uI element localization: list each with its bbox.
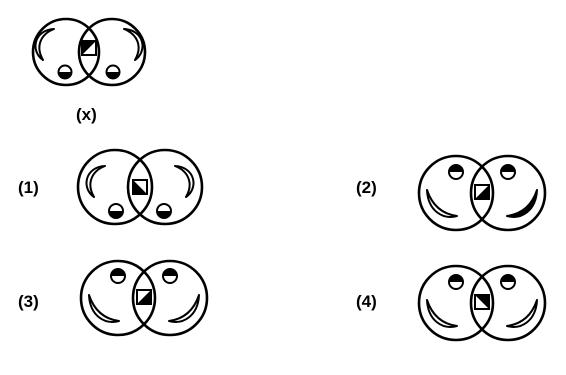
left-circle xyxy=(31,17,101,87)
option-1-label: (1) xyxy=(18,178,39,197)
right-circle xyxy=(77,17,147,87)
half-shaded-dot-icon xyxy=(500,274,516,290)
option-1-figure[interactable] xyxy=(76,148,204,226)
half-shaded-square-icon xyxy=(474,294,490,310)
right-circle xyxy=(126,148,204,226)
left-circle xyxy=(417,154,495,232)
right-circle xyxy=(469,154,547,232)
option-3-label: (3) xyxy=(18,292,39,311)
half-shaded-square-icon xyxy=(81,40,97,56)
question-figure-label: (x) xyxy=(76,105,97,124)
right-circle xyxy=(131,259,209,337)
left-circle xyxy=(417,264,495,342)
option-4-figure[interactable] xyxy=(417,264,547,342)
question-figure xyxy=(31,17,147,87)
crescent-moon-icon xyxy=(426,189,458,218)
half-shaded-dot-icon xyxy=(162,268,178,284)
left-circle xyxy=(79,259,157,337)
option-2-figure[interactable] xyxy=(417,154,547,232)
half-shaded-dot-icon xyxy=(57,64,73,80)
half-shaded-dot-icon xyxy=(448,274,464,290)
half-shaded-dot-icon xyxy=(500,164,516,180)
option-2-label: (2) xyxy=(356,178,377,197)
crescent-moon-icon xyxy=(426,299,458,328)
half-shaded-dot-icon xyxy=(105,64,121,80)
half-shaded-square-icon xyxy=(474,184,490,200)
half-shaded-dot-icon xyxy=(448,164,464,180)
half-shaded-dot-icon xyxy=(110,268,126,284)
crescent-moon-icon xyxy=(85,165,106,198)
crescent-moon-icon xyxy=(88,294,120,323)
half-shaded-dot-icon xyxy=(156,203,172,219)
option-3-figure[interactable] xyxy=(79,259,209,337)
left-circle xyxy=(76,148,154,226)
half-shaded-square-icon xyxy=(136,289,152,305)
half-shaded-square-icon xyxy=(132,179,148,195)
crescent-moon-icon xyxy=(174,165,195,198)
right-circle xyxy=(469,264,547,342)
option-4-label: (4) xyxy=(356,292,377,311)
crescent-moon-icon xyxy=(506,189,538,218)
crescent-moon-icon xyxy=(506,299,538,328)
half-shaded-dot-icon xyxy=(108,203,124,219)
crescent-moon-icon xyxy=(168,294,200,323)
